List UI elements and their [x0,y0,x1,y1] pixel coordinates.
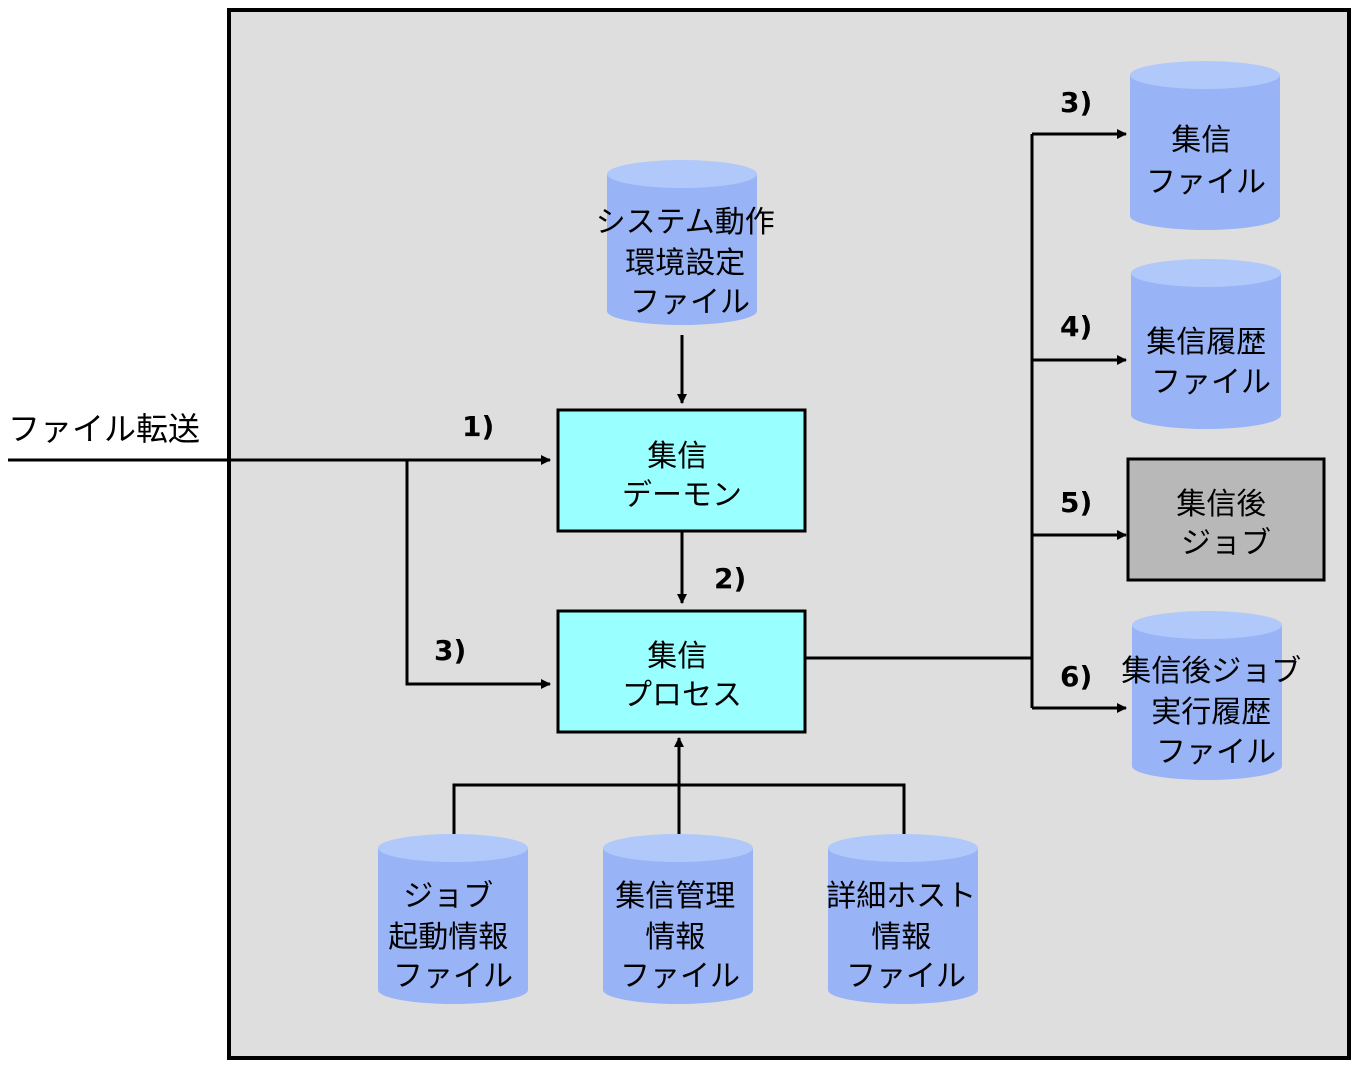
host-file-cylinder: 詳細ホスト 情報 ファイル [826,834,986,1004]
step-5-label: 5) [1060,486,1092,519]
step-3-in-label: 3) [434,634,466,667]
job-start-file-line-3: ファイル [393,959,513,994]
post-job-line-1: 集信後 [1176,487,1266,522]
svg-text:集信 デーモン: 集信 デーモン [622,439,742,513]
svg-text:集信管理 情報 ファイル: 集信管理 情報 ファイル [615,879,745,994]
step-2-label: 2) [714,562,746,595]
history-file-cylinder: 集信履歴 ファイル [1131,259,1281,429]
post-job-history-line-3: ファイル [1156,735,1276,770]
post-job-line-2: ジョブ [1181,526,1271,561]
svg-text:ジョブ 起動情報 ファイル: ジョブ 起動情報 ファイル [388,879,518,994]
process-line-2: プロセス [622,678,742,713]
recv-file-cylinder: 集信 ファイル [1130,61,1280,230]
host-file-line-1: 詳細ホスト [826,879,976,914]
history-file-line-2: ファイル [1151,365,1271,400]
svg-text:集信後 ジョブ: 集信後 ジョブ [1176,487,1276,561]
history-file-line-1: 集信履歴 [1146,325,1266,360]
step-1-label: 1) [462,410,494,443]
step-3-out-label: 3) [1060,86,1092,119]
env-file-cylinder: システム動作 環境設定 ファイル [596,160,785,325]
env-file-line-2: 環境設定 [625,246,745,281]
job-start-file-line-1: ジョブ [403,879,493,914]
host-file-line-2: 情報 [871,920,931,955]
job-start-file-line-2: 起動情報 [388,920,508,955]
svg-text:システム動作 環境設定 ファイル: システム動作 環境設定 ファイル [596,205,785,320]
job-start-file-cylinder: ジョブ 起動情報 ファイル [378,834,528,1004]
host-file-line-3: ファイル [846,959,966,994]
post-job-history-line-2: 実行履歴 [1151,695,1271,730]
arrow-input-to-process [405,460,551,689]
svg-text:集信 プロセス: 集信 プロセス [622,639,742,713]
connectors [8,129,1127,835]
step-4-label: 4) [1060,310,1092,343]
env-file-line-1: システム動作 [596,205,775,240]
mgmt-file-cylinder: 集信管理 情報 ファイル [603,834,753,1004]
daemon-line-1: 集信 [647,439,707,474]
daemon-box: 集信 デーモン [556,408,807,533]
mgmt-file-line-2: 情報 [645,920,705,955]
step-6-label: 6) [1060,660,1092,693]
recv-file-line-1: 集信 [1171,123,1231,158]
mgmt-file-line-3: ファイル [620,959,740,994]
recv-file-line-2: ファイル [1146,165,1266,200]
post-job-box: 集信後 ジョブ [1126,457,1326,582]
process-line-1: 集信 [647,639,707,674]
post-job-history-cylinder: 集信後ジョブ 実行履歴 ファイル [1121,611,1311,780]
mgmt-file-line-1: 集信管理 [615,879,735,914]
svg-text:集信後ジョブ 実行履歴 ファイル: 集信後ジョブ 実行履歴 ファイル [1121,654,1311,770]
input-label: ファイル転送 [8,410,200,448]
post-job-history-line-1: 集信後ジョブ [1121,654,1301,689]
svg-text:詳細ホスト 情報 ファイル: 詳細ホスト 情報 ファイル [826,879,986,994]
process-box: 集信 プロセス [556,609,807,734]
env-file-line-3: ファイル [630,285,750,320]
daemon-line-2: デーモン [622,478,742,513]
svg-text:集信 ファイル: 集信 ファイル [1146,123,1266,200]
svg-text:集信履歴 ファイル: 集信履歴 ファイル [1146,325,1276,400]
